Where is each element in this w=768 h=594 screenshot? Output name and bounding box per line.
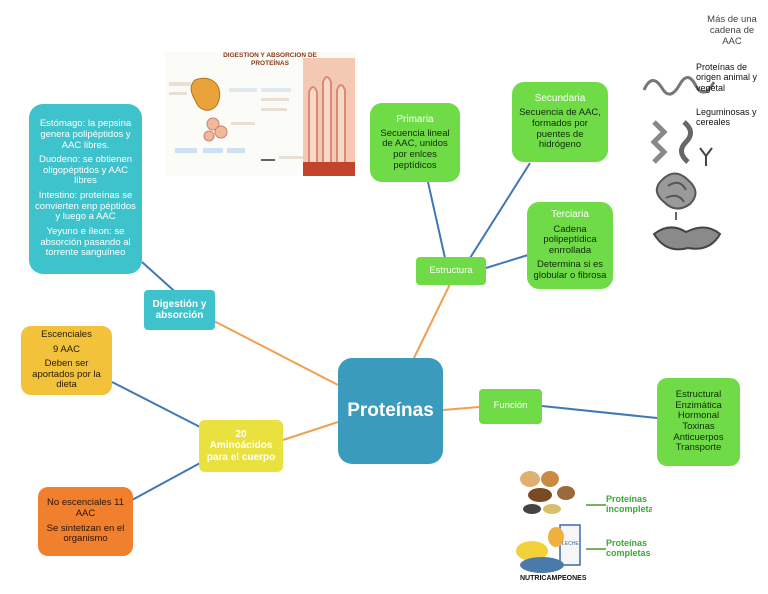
aminoacidos-node: 20 Aminoácidos para el cuerpo (199, 420, 283, 472)
secundaria-node: Secundaria Secuencia de AAC, formados po… (512, 82, 608, 162)
terciaria-node: Terciaria Cadena polipeptídica enrrollad… (527, 202, 613, 289)
infographic-drawing (169, 58, 355, 176)
digestion-infographic: DIGESTIÓN Y ABSORCIÓN DE PROTEÍNAS (165, 52, 358, 176)
line-center-aminoacidos (282, 421, 339, 441)
protein-folding-drawing (642, 76, 722, 251)
line-center-funcion (442, 406, 480, 411)
nutri-milk-label: LECHE (562, 541, 579, 547)
infographic-title: DIGESTIÓN Y ABSORCIÓN DE PROTEÍNAS (223, 52, 317, 67)
protein-sources-text: Proteínas de origen animal y vegetal Leg… (696, 62, 764, 128)
no-esenciales-text: Se sintetizan en el organismo (46, 522, 125, 545)
line-funcion-items (541, 405, 658, 419)
terciaria-title: Terciaria (551, 209, 589, 221)
funcion-node: Función (479, 389, 542, 424)
estructura-label: Estructura (429, 264, 473, 276)
line-amino-noesenciales (131, 461, 203, 501)
line-estructura-terciaria (485, 254, 529, 269)
funcion-item: Enzimática (675, 399, 722, 411)
digestion-label: Digestión y absorción (152, 298, 207, 321)
esenciales-node: Escenciales 9 AAC Deben ser aportados po… (21, 326, 112, 395)
digestion-detail-yeyuno: Yeyuno e íleon: se absorción pasando al … (40, 225, 131, 259)
esenciales-text: Deben ser aportados por la dieta (32, 358, 101, 391)
funcion-items-node: Estructural Enzimática Hormonal Toxinas … (657, 378, 740, 466)
funcion-item: Toxinas (682, 421, 715, 432)
funcion-item: Estructural (675, 389, 722, 401)
fold-caption-line: cadena de (709, 24, 755, 36)
digestion-node: Digestión y absorción (144, 290, 215, 330)
terciaria-text-1: Cadena polipeptídica enrrollada (543, 223, 597, 256)
secundaria-text: Secuencia de AAC, formados por puentes d… (519, 107, 601, 151)
fold-caption-line: AAC (722, 35, 742, 47)
line-amino-esenciales (111, 381, 203, 429)
line-center-digestion (211, 319, 339, 386)
line-center-estructura (413, 279, 453, 359)
funcion-label: Función (493, 400, 528, 412)
fold-caption: Más de una cadena de AAC (697, 14, 767, 48)
no-esenciales-title: No escenciales 11 AAC (47, 497, 124, 519)
primaria-text: Secuencia lineal de AAC, unidos por enlc… (380, 127, 450, 171)
funcion-item: Anticuerpos (673, 431, 724, 443)
funcion-item: Transporte (675, 442, 722, 454)
secundaria-title: Secundaria (534, 93, 586, 105)
center-node-proteinas: Proteínas (338, 358, 443, 464)
protein-source-animal: Proteínas de origen animal y vegetal (696, 62, 758, 93)
protein-source-legumes: Leguminosas y cereales (696, 107, 757, 128)
aminoacidos-label: 20 Aminoácidos para el cuerpo (206, 429, 276, 463)
no-esenciales-node: No escenciales 11 AAC Se sintetizan en e… (38, 487, 133, 556)
foods-drawing (516, 471, 606, 573)
terciaria-text-2: Determina si es globular o fibrosa (533, 259, 607, 282)
digestion-detail-estomago: Estómago: la pepsina genera polipéptidos… (39, 118, 132, 151)
digestion-detail-node: Estómago: la pepsina genera polipéptidos… (29, 104, 142, 274)
center-label: Proteínas (347, 400, 434, 422)
primaria-node: Primaria Secuencia lineal de AAC, unidos… (370, 103, 460, 182)
fold-caption-line: Más de una (707, 14, 757, 25)
nutrition-foods-image: Proteínas incompletas Proteínas completa… (512, 465, 652, 585)
digestion-detail-intestino: Intestino: proteínas se convierten enp p… (35, 190, 136, 223)
primaria-title: Primaria (396, 113, 434, 125)
esenciales-title: Escenciales (41, 328, 92, 340)
nutri-label-incompletas: Proteínas incompletas (606, 494, 652, 514)
estructura-node: Estructura (416, 257, 486, 285)
nutri-label-completas: Proteínas completas (606, 538, 651, 558)
digestion-detail-duodeno: Duodeno: se obtienen oligopéptidos y AAC… (39, 154, 132, 187)
line-estructura-primaria (427, 181, 446, 259)
nutri-brand: NUTRICAMPEONES (520, 575, 587, 582)
esenciales-count: 9 AAC (53, 343, 80, 355)
line-estructura-secundaria (469, 162, 531, 259)
funcion-item: Hormonal (677, 410, 720, 422)
